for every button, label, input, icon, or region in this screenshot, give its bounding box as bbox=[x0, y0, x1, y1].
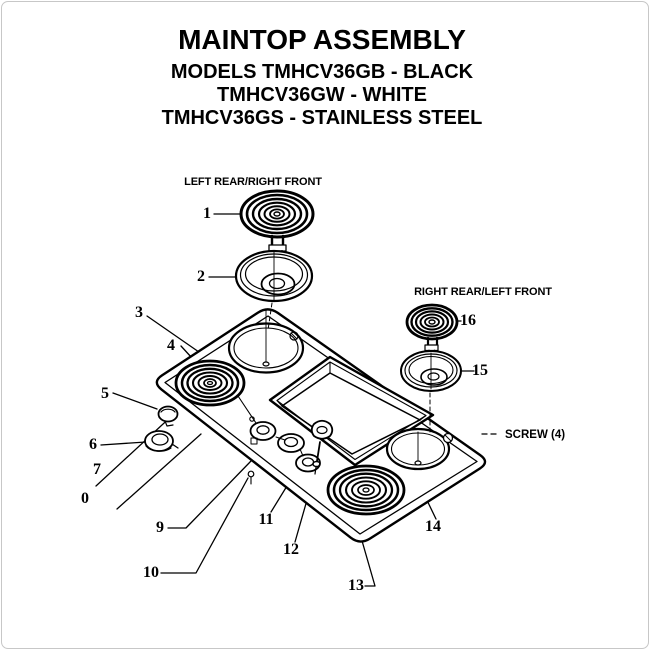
model-line-1: MODELS TMHCV36GB - BLACK bbox=[170, 61, 474, 83]
left-front-surface-element bbox=[174, 359, 257, 424]
callout-3: 3 bbox=[135, 304, 143, 321]
callout-7: 7 bbox=[93, 461, 101, 478]
callout-0: 0 bbox=[81, 490, 89, 507]
model-line-3: TMHCV36GS - STAINLESS STEEL bbox=[161, 107, 483, 129]
callout-14: 14 bbox=[425, 518, 441, 535]
callout-15: 15 bbox=[472, 362, 488, 379]
callout-9: 9 bbox=[156, 519, 164, 536]
callout-12: 12 bbox=[283, 541, 299, 558]
part-2-drip-bowl bbox=[234, 249, 314, 331]
callout-6: 6 bbox=[89, 436, 97, 453]
callout-2: 2 bbox=[197, 268, 205, 285]
right-front-surface-element bbox=[326, 464, 406, 516]
callout-10: 10 bbox=[143, 564, 159, 581]
part-15-drip-bowl bbox=[400, 350, 462, 433]
mounting-parts-cluster bbox=[247, 416, 334, 485]
left-group-label: LEFT REAR/RIGHT FRONT bbox=[184, 176, 322, 188]
callout-13: 13 bbox=[348, 577, 364, 594]
callout-16: 16 bbox=[460, 312, 476, 329]
page-title: MAINTOP ASSEMBLY bbox=[178, 24, 466, 55]
screw-annotation: SCREW (4) bbox=[505, 429, 566, 441]
right-group-label: RIGHT REAR/LEFT FRONT bbox=[414, 286, 552, 298]
callout-1: 1 bbox=[203, 205, 211, 222]
right-rear-burner-opening bbox=[385, 427, 451, 471]
callout-4: 4 bbox=[167, 337, 175, 354]
part-1-coil-element bbox=[239, 189, 315, 257]
part-6-knob bbox=[144, 430, 179, 452]
part-5-knob bbox=[157, 405, 179, 427]
model-line-2: TMHCV36GW - WHITE bbox=[217, 84, 427, 106]
left-rear-burner-opening bbox=[227, 308, 305, 374]
callout-5: 5 bbox=[101, 385, 109, 402]
rim-screw bbox=[442, 432, 454, 444]
part-16-coil-element bbox=[405, 303, 459, 356]
callout-11: 11 bbox=[258, 511, 274, 528]
model-list: MODELS TMHCV36GB - BLACK TMHCV36GW - WHI… bbox=[0, 61, 644, 130]
